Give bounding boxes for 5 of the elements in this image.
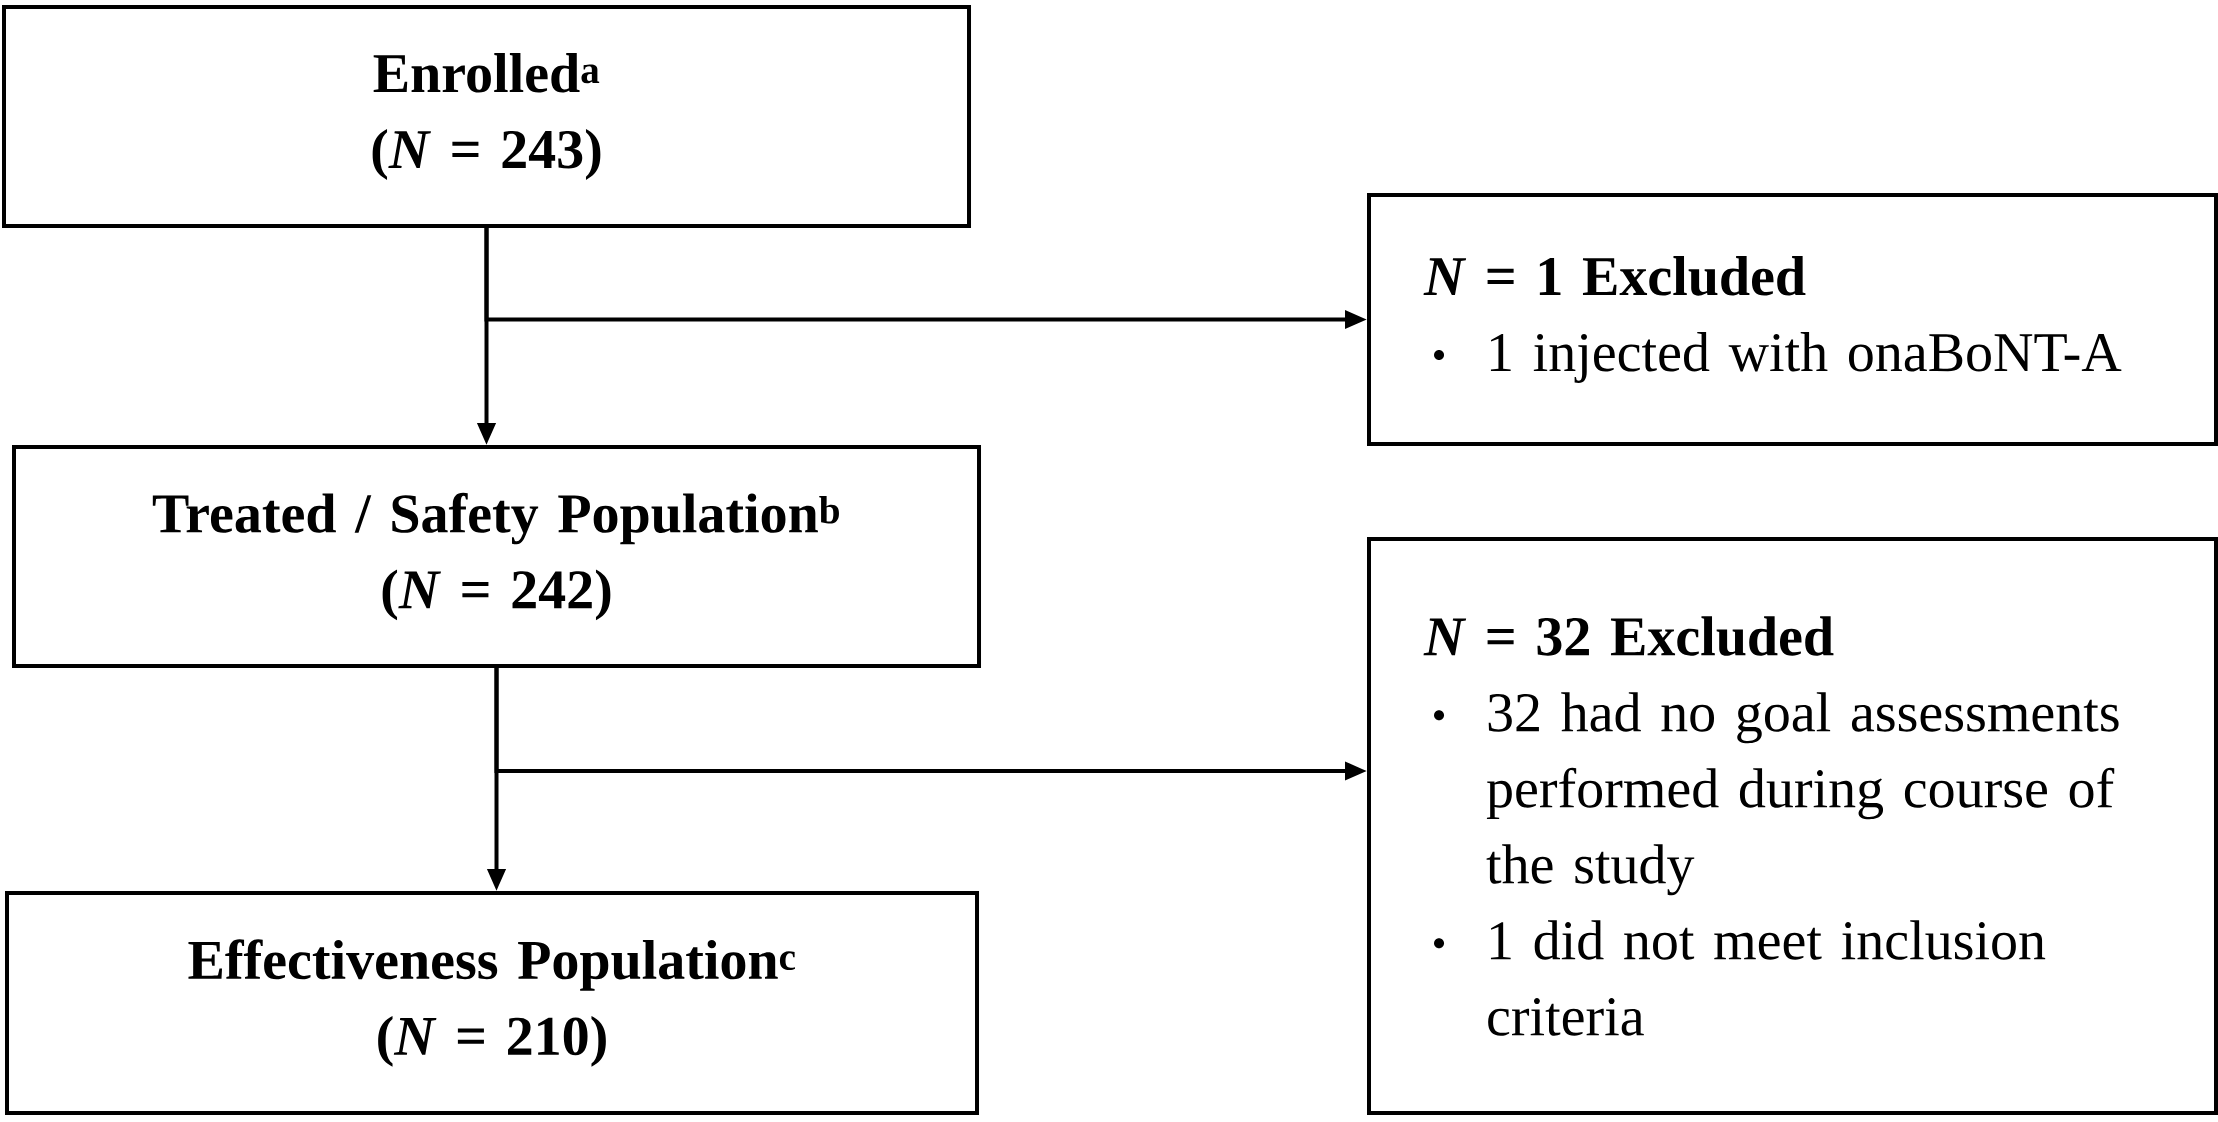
- process-box: Treated / Safety Population$^{b}$ (N = 242): [12, 445, 981, 668]
- process-box: Effectiveness Population$^{c}$ (N = 210): [5, 891, 979, 1115]
- exclusion-box: N = 1 Excluded 1 injected with onaBoNT-A: [1367, 193, 2218, 446]
- exclusion-box: N = 32 Excluded 32 had no goal assessments performed during course of the study 1 did not meet inclusion criteria: [1367, 537, 2218, 1115]
- process-box: Enrolled$^{a}$ (N = 243): [2, 5, 971, 228]
